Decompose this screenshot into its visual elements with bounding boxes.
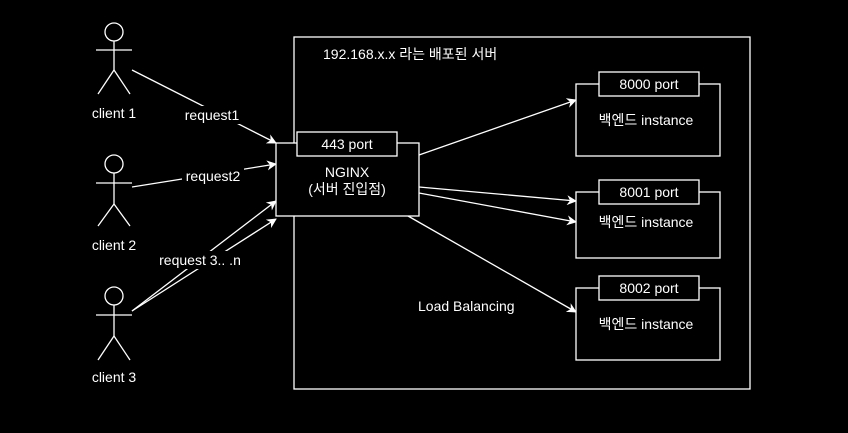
server-title: 192.168.x.x 라는 배포된 서버 — [323, 46, 497, 62]
nginx-name: NGINX — [325, 164, 370, 180]
client-1-label: client 1 — [92, 105, 137, 121]
client-3-actor-icon — [96, 286, 132, 361]
backend-8000-port-box — [598, 71, 700, 97]
request3-label-bg — [154, 251, 246, 269]
backend-8001-label: 백엔드 instance — [599, 214, 694, 230]
request2-label: request2 — [186, 168, 241, 184]
request1-label-bg — [182, 106, 244, 124]
backend-8002-port-label: 8002 port — [619, 280, 678, 296]
client-1-actor-icon — [96, 22, 132, 95]
request3-label: request 3.. .n — [159, 252, 241, 268]
backend-8002-port-box — [598, 275, 700, 301]
backend-8000-label: 백엔드 instance — [599, 112, 694, 128]
backend-8001-port-box — [598, 179, 700, 205]
lb-arrow-8002 — [407, 215, 577, 313]
client-2-label: client 2 — [92, 237, 137, 253]
nginx-subtitle: (서버 진입점) — [308, 181, 386, 197]
client-3-label: client 3 — [92, 369, 137, 385]
lb-arrow-8000 — [418, 98, 577, 156]
request2-label-bg — [182, 167, 244, 185]
backend-8002-label: 백엔드 instance — [599, 316, 694, 332]
load-balancing-label: Load Balancing — [418, 298, 515, 314]
nginx-port-box — [296, 131, 398, 157]
backend-8000-port-label: 8000 port — [619, 76, 678, 92]
request1-label: request1 — [185, 107, 240, 123]
client-2-actor-icon — [96, 154, 132, 227]
backend-8001-port-label: 8001 port — [619, 184, 678, 200]
nginx-port-label: 443 port — [321, 136, 372, 152]
lb-arrow-8001-b — [418, 192, 577, 226]
lb-arrow-8001-a — [418, 186, 577, 206]
